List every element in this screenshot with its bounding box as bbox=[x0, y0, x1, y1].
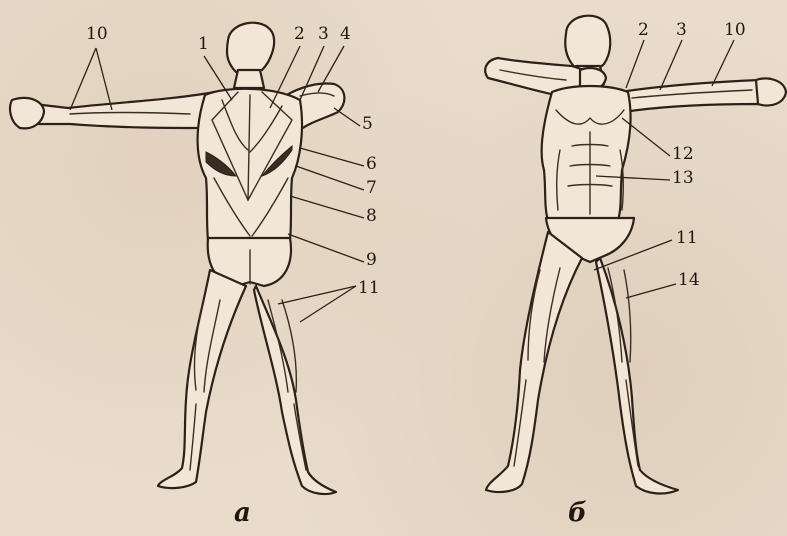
callout-front-12: 12 bbox=[672, 146, 694, 163]
callout-back-1: 1 bbox=[198, 36, 209, 53]
callout-back-7: 7 bbox=[366, 180, 377, 197]
callout-back-6: 6 bbox=[366, 156, 377, 173]
callout-back-8: 8 bbox=[366, 208, 377, 225]
back-neck bbox=[234, 70, 264, 88]
figure-label-a: а bbox=[234, 498, 251, 528]
front-left-leg bbox=[486, 232, 582, 492]
leader-lines bbox=[70, 40, 734, 322]
front-right-fist bbox=[756, 79, 786, 106]
callout-back-11: 11 bbox=[358, 280, 380, 297]
callout-front-11: 11 bbox=[676, 230, 698, 247]
figure-back-view bbox=[10, 23, 344, 494]
callout-back-5: 5 bbox=[362, 116, 373, 133]
back-left-fist bbox=[10, 98, 44, 128]
callout-back-2: 2 bbox=[294, 26, 305, 43]
callout-back-9: 9 bbox=[366, 252, 377, 269]
callout-front-2: 2 bbox=[638, 22, 649, 39]
back-right-leg bbox=[254, 286, 336, 494]
callout-front-13: 13 bbox=[672, 170, 694, 187]
callout-back-3: 3 bbox=[318, 26, 329, 43]
back-left-leg bbox=[158, 270, 246, 488]
callout-front-10: 10 bbox=[724, 22, 746, 39]
figure-label-b: б bbox=[568, 498, 587, 528]
callout-front-14: 14 bbox=[678, 272, 700, 289]
callout-front-3: 3 bbox=[676, 22, 687, 39]
callout-back-10: 10 bbox=[86, 26, 108, 43]
back-head bbox=[227, 23, 274, 72]
callout-back-4: 4 bbox=[340, 26, 351, 43]
front-torso bbox=[542, 86, 631, 225]
front-head bbox=[565, 16, 610, 71]
